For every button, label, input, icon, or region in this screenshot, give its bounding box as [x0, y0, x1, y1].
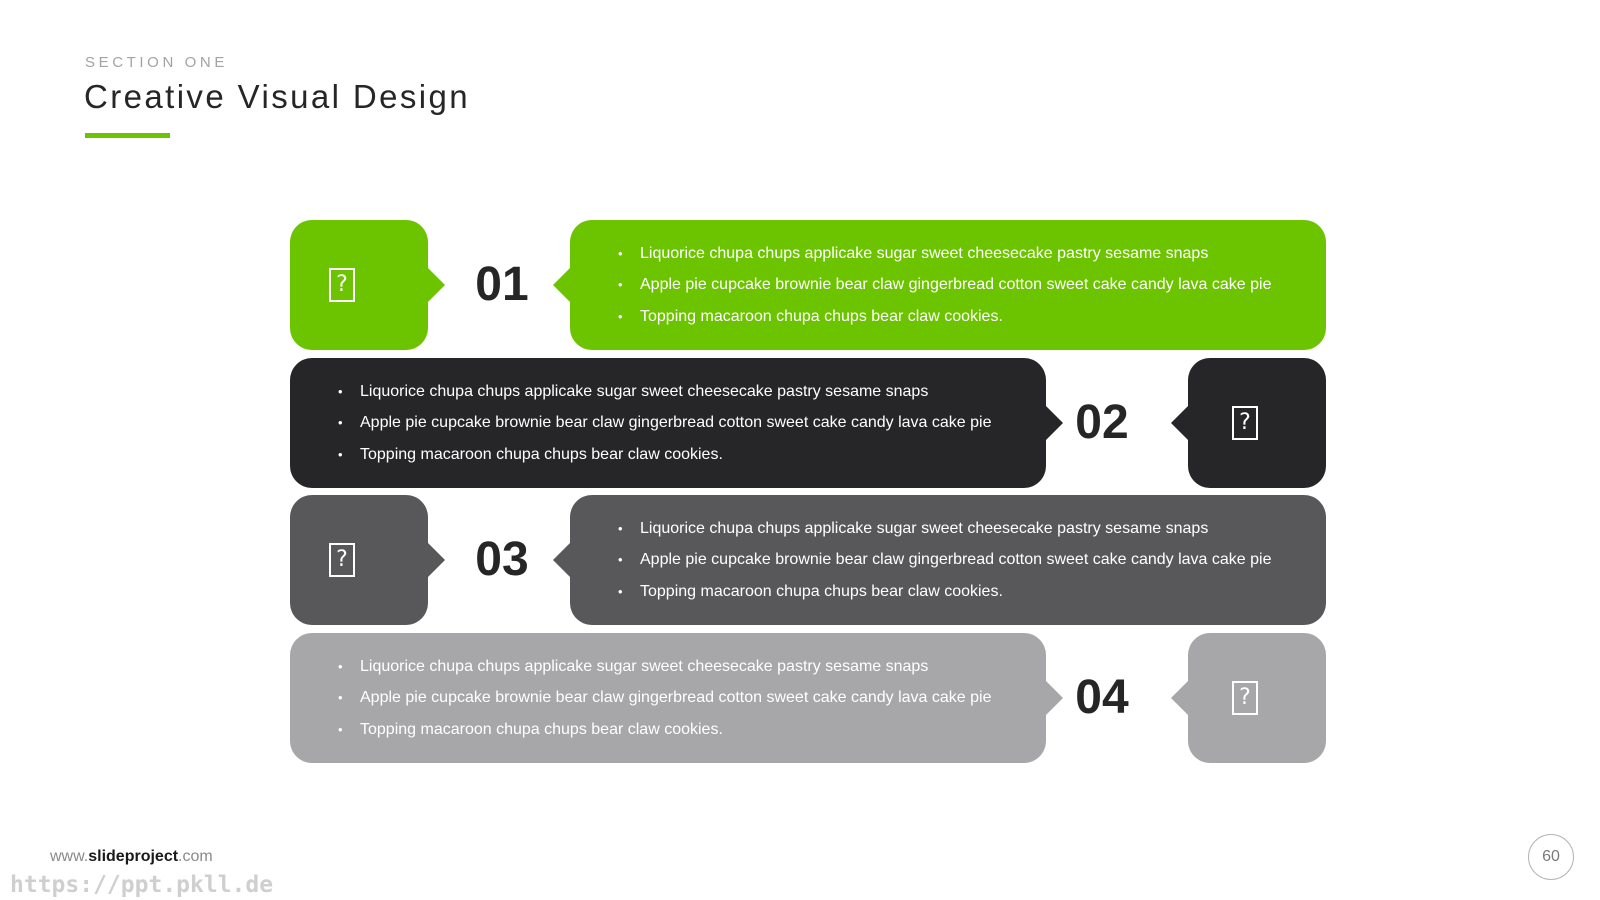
watermark-url: https://ppt.pkll.de [10, 872, 274, 898]
step-number-04: 04 [1075, 671, 1129, 724]
missing-icon: ? [1232, 406, 1258, 440]
title-underline [85, 133, 170, 138]
step-04-bullet-list: Liquorice chupa chups applicake sugar sw… [338, 651, 992, 746]
step-row-04: Liquorice chupa chups applicake sugar sw… [290, 633, 1326, 763]
bullet-item: Topping macaroon chupa chups bear claw c… [338, 714, 992, 746]
site-brand: slideproject [88, 848, 179, 865]
step-01-icon-box: ? [290, 220, 445, 350]
step-row-02: Liquorice chupa chups applicake sugar sw… [290, 358, 1326, 488]
step-02-icon-box: ? [1171, 358, 1326, 488]
bullet-item: Liquorice chupa chups applicake sugar sw… [618, 513, 1272, 545]
bullet-item: Apple pie cupcake brownie bear claw ging… [338, 682, 992, 714]
bullet-item: Apple pie cupcake brownie bear claw ging… [618, 269, 1272, 301]
step-02-bullet-list: Liquorice chupa chups applicake sugar sw… [338, 376, 992, 471]
step-02-text-box: Liquorice chupa chups applicake sugar sw… [290, 358, 1063, 488]
missing-icon: ? [1232, 681, 1258, 715]
step-number-01: 01 [475, 258, 529, 311]
step-04-text-box: Liquorice chupa chups applicake sugar sw… [290, 633, 1063, 763]
bullet-item: Liquorice chupa chups applicake sugar sw… [338, 376, 992, 408]
bullet-item: Topping macaroon chupa chups bear claw c… [618, 301, 1272, 333]
bullet-item: Topping macaroon chupa chups bear claw c… [618, 576, 1272, 608]
step-row-01: ? 01 Liquorice chupa chups applicake sug… [290, 220, 1326, 350]
slide-title: Creative Visual Design [84, 78, 471, 115]
step-01-text-box: Liquorice chupa chups applicake sugar sw… [553, 220, 1326, 350]
step-03-text-box: Liquorice chupa chups applicake sugar sw… [553, 495, 1326, 625]
step-01-bullet-list: Liquorice chupa chups applicake sugar sw… [618, 238, 1272, 333]
section-label: SECTION ONE [85, 54, 228, 71]
step-03-icon-box: ? [290, 495, 445, 625]
site-prefix: www. [50, 848, 89, 865]
site-suffix: .com [178, 848, 213, 865]
bullet-item: Apple pie cupcake brownie bear claw ging… [618, 544, 1272, 576]
bullet-item: Liquorice chupa chups applicake sugar sw… [618, 238, 1272, 270]
page-number: 60 [1528, 834, 1574, 880]
step-number-02: 02 [1075, 396, 1129, 449]
bullet-item: Liquorice chupa chups applicake sugar sw… [338, 651, 992, 683]
step-row-03: ? 03 Liquorice chupa chups applicake sug… [290, 495, 1326, 625]
bullet-item: Topping macaroon chupa chups bear claw c… [338, 439, 992, 471]
bullet-item: Apple pie cupcake brownie bear claw ging… [338, 407, 992, 439]
missing-icon: ? [329, 268, 355, 302]
missing-icon: ? [329, 543, 355, 577]
footer-website-link[interactable]: www.slideproject.com [50, 848, 213, 866]
step-03-bullet-list: Liquorice chupa chups applicake sugar sw… [618, 513, 1272, 608]
step-04-icon-box: ? [1171, 633, 1326, 763]
step-number-03: 03 [475, 533, 529, 586]
